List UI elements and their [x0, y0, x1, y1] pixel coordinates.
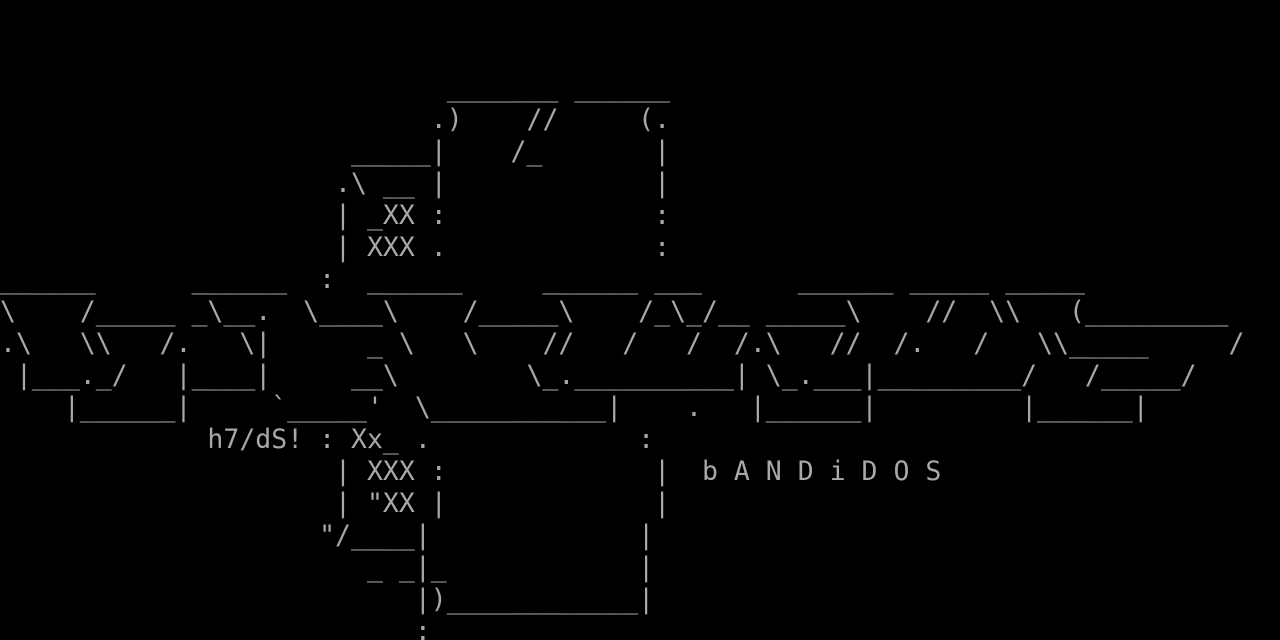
- ascii-line: _______ ______: [0, 72, 671, 103]
- ascii-line: :: [0, 616, 431, 640]
- ascii-line: |)____________|: [0, 584, 655, 615]
- ascii-line: .\ \\ /. \| _ \ \ // / / /.\ // /. / \\_…: [0, 328, 1245, 359]
- ascii-line: | _XX : :: [0, 200, 671, 231]
- ascii-line: .\ __ | |: [0, 168, 671, 199]
- ascii-line: "/____| |: [0, 520, 655, 551]
- ascii-line: | "XX | |: [0, 488, 671, 519]
- ascii-line: .) // (.: [0, 104, 671, 135]
- ascii-line: \ /_____ _\__. \____\ /_____\ /_\_/__ __…: [0, 296, 1229, 327]
- ascii-line: | XXX . :: [0, 232, 671, 263]
- ascii-line: h7/dS! : Xx_ . :: [0, 424, 655, 455]
- ascii-line: |___._/ |____| __\ \_.__________| \_.___…: [0, 360, 1197, 391]
- ascii-line: | XXX : | b A N D i D O S: [0, 456, 942, 487]
- ascii-line: _ _|_ |: [0, 552, 655, 583]
- ascii-line: _____| /_ |: [0, 136, 671, 167]
- ascii-line: |______| `_____' \___________| . |______…: [0, 392, 1149, 423]
- bandidos-ascii-logo: _______ ______ .) // (. _____| /_ | .\ _…: [0, 72, 1244, 640]
- ascii-line: ______ ______ : ______ ______ ___ ______…: [0, 264, 1085, 295]
